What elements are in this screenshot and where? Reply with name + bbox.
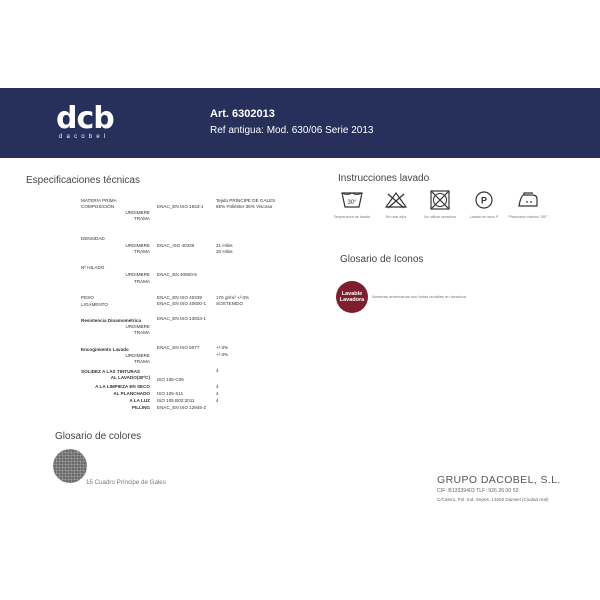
care-caption-bleach: No usar lejía bbox=[385, 215, 407, 219]
specs-title: Especificaciones técnicas bbox=[26, 175, 140, 186]
spec-pilling-norm: ENAC_EN ISO 12945-2 bbox=[157, 405, 207, 410]
spec-densidad-norm: ENAC_ISO 40336 bbox=[157, 243, 195, 248]
washable-badge-description: Nuestras americanas son todas lavables e… bbox=[372, 294, 467, 299]
header-band: dcb dacobel Art. 6302013 Ref antigua: Mo… bbox=[0, 88, 600, 158]
spec-densidad-trama-value: 20 Hilos bbox=[216, 249, 233, 254]
spec-limpieza: A LA LIMPIEZA EN SECO bbox=[95, 384, 150, 389]
care-item-wash: 30° Temperatura de lavado bbox=[330, 190, 374, 219]
care-caption-wash: Temperatura de lavado bbox=[333, 215, 371, 219]
spec-res-urdimbre: URDIMBRE bbox=[125, 324, 150, 329]
spec-resistencia-norm: ENAC_EN ISO 13934-1 bbox=[157, 316, 207, 321]
company-contact: CIF: B13339403 TLF: 926 26 00 53 bbox=[437, 488, 519, 494]
spec-encogimiento: Encogimiento Lavado bbox=[81, 347, 129, 352]
spec-composicion-percent: 65% Poliéster 35% Viscosa bbox=[216, 204, 273, 209]
care-title: Instrucciones lavado bbox=[338, 173, 430, 184]
spec-encogimiento-trama-value: +/-3% bbox=[216, 352, 229, 357]
company-address: C/Calero, Pol. Ind. Sepes, 13250 Daimiel… bbox=[437, 497, 549, 502]
spec-planchado-norm: ISO 105-X11 bbox=[157, 391, 184, 396]
spec-limpieza-value: 4 bbox=[216, 384, 219, 389]
spec-lavado-norm: ISO 105-C06 bbox=[157, 377, 184, 382]
spec-luz-value: 4 bbox=[216, 398, 219, 403]
spec-ligamento-value: SOSTENIDO bbox=[216, 301, 244, 306]
spec-pilling: PILLING bbox=[131, 405, 150, 410]
spec-lavado: AL LAVADO(30ºC) bbox=[110, 375, 150, 380]
spec-planchado: AL PLANCHADO bbox=[113, 391, 150, 396]
wash-temp-label: 30° bbox=[347, 200, 357, 206]
fabric-swatch-label: 15 Cuadro Príncipe de Gales bbox=[86, 479, 166, 486]
icon-glossary-title: Glosario de Iconos bbox=[340, 254, 424, 265]
spec-densidad-urdimbre-value: 21 Hilos bbox=[216, 243, 233, 248]
spec-ligamento-norm: ENAC_EN ISO 40600-1 bbox=[157, 301, 207, 306]
old-reference: Ref antigua: Mod. 630/06 Serie 2013 bbox=[210, 125, 374, 136]
spec-enc-trama: TRAMA bbox=[133, 359, 150, 364]
washable-badge-line1: Lavable bbox=[341, 291, 363, 297]
wash-30-icon: 30° bbox=[341, 192, 363, 208]
care-item-bleach: No usar lejía bbox=[374, 190, 418, 219]
spec-encogimiento-urdimbre-value: +/-3% bbox=[216, 345, 229, 350]
care-item-iron: Planchado máximo 150° bbox=[506, 190, 550, 219]
care-caption-dryer: No utilizar secadora bbox=[424, 215, 456, 219]
spec-resistencia: Resistencia Dinamométrica bbox=[81, 318, 141, 323]
spec-composicion-fabric: Tejido PRINCIPE DE GALES bbox=[216, 198, 276, 203]
brand-logo-subtext: dacobel bbox=[59, 134, 110, 140]
spec-nh-urdimbre: URDIMBRE bbox=[125, 272, 150, 277]
spec-nh-trama: TRAMA bbox=[133, 279, 150, 284]
svg-text:P: P bbox=[481, 196, 487, 206]
spec-peso-norm: ENAC_EN ISO 40339 bbox=[157, 295, 202, 300]
spec-dens-urdimbre: URDIMBRE bbox=[125, 243, 150, 248]
care-item-dryer: No utilizar secadora bbox=[418, 190, 462, 219]
spec-comp-urdimbre: URDIMBRE bbox=[125, 210, 150, 215]
color-glossary-title: Glosario de colores bbox=[55, 431, 142, 442]
spec-ligamento: LIGAMENTO bbox=[81, 302, 108, 307]
brand-logo-text: dcb bbox=[56, 101, 115, 136]
company-name: GRUPO DACOBEL, S.L. bbox=[437, 474, 561, 486]
spec-nhilado: Nº HILADO bbox=[81, 265, 105, 270]
spec-comp-trama: TRAMA bbox=[133, 216, 150, 221]
care-caption-dryclean: Lavado en seco P bbox=[469, 215, 499, 219]
spec-luz-norm: ISO 105 B02:2011 bbox=[157, 398, 195, 403]
fabric-swatch bbox=[53, 449, 87, 483]
dry-clean-p-icon: P bbox=[475, 191, 493, 209]
spec-solidez: SOLIDEZ A LAS TINTURAS bbox=[81, 369, 141, 374]
spec-encogimiento-norm: ENAC_EN ISO 5077 bbox=[157, 345, 200, 350]
care-item-dryclean: P Lavado en seco P bbox=[462, 190, 506, 219]
spec-dens-trama: TRAMA bbox=[133, 249, 150, 254]
spec-solidez-value: 4 bbox=[216, 368, 219, 373]
washable-badge-line2: Lavadora bbox=[339, 297, 365, 303]
spec-composicion-norm: ENAC_EN ISO 1833-1 bbox=[157, 204, 204, 209]
spec-planchado-value: 4 bbox=[216, 391, 219, 396]
spec-peso: PESO bbox=[81, 295, 94, 300]
article-number: Art. 6302013 bbox=[210, 108, 275, 120]
no-bleach-icon bbox=[384, 191, 408, 209]
spec-res-trama: TRAMA bbox=[133, 330, 150, 335]
iron-icon bbox=[518, 192, 538, 207]
spec-materia-prima: MATERIA PRIMA bbox=[81, 198, 117, 203]
spec-enc-urdimbre: URDIMBRE bbox=[125, 353, 150, 358]
washable-badge-icon: Lavable Lavadora bbox=[336, 281, 368, 313]
spec-peso-value: 176 gr/m² +/-3% bbox=[216, 295, 250, 300]
spec-luz: A LA LUZ bbox=[129, 398, 150, 403]
spec-densidad: DENSIDAD bbox=[81, 236, 105, 241]
care-caption-iron: Planchado máximo 150° bbox=[508, 215, 548, 219]
brand-logo: dcb dacobel bbox=[56, 104, 136, 144]
no-tumble-dry-icon bbox=[430, 190, 450, 210]
spec-composicion: COMPOSICIÓN bbox=[81, 204, 115, 209]
spec-nhilado-norm: ENAC_EN 40600-5 bbox=[157, 272, 197, 277]
